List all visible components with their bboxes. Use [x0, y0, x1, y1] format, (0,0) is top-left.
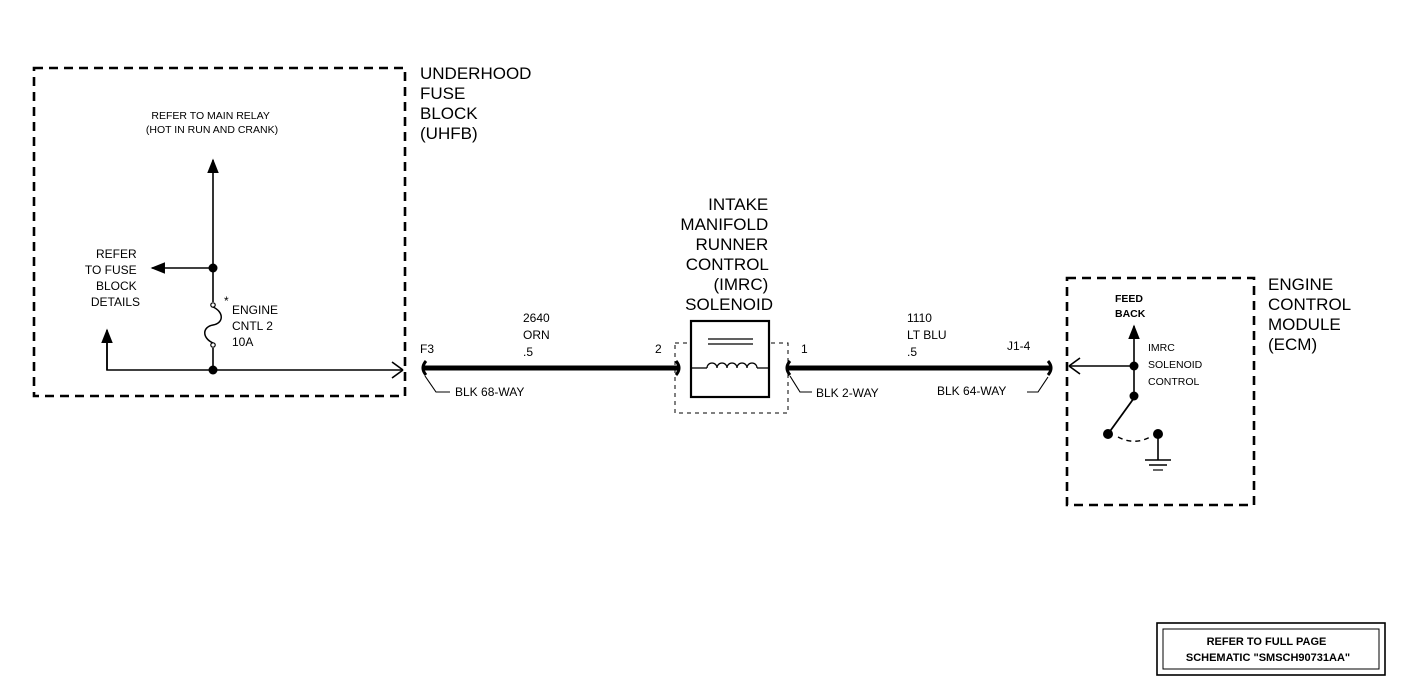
- wire-color: ORN: [523, 328, 550, 342]
- wire-2640-spec: 2640 ORN .5: [523, 311, 553, 359]
- imrc-pin-2: 2: [655, 342, 662, 356]
- main-relay-reference-line: (HOT IN RUN AND CRANK): [146, 124, 278, 136]
- fuse-name-line: CNTL 2: [232, 319, 273, 333]
- fuse-block-reference-line: DETAILS: [91, 295, 140, 309]
- terminal-f3: F3: [420, 342, 434, 356]
- schematic-reference-note: REFER TO FULL PAGE SCHEMATIC "SMSCH90731…: [1156, 622, 1386, 676]
- ecm-title-line: CONTROL: [1268, 295, 1351, 314]
- imrc-pin-1: 1: [801, 342, 808, 356]
- imrc-title-line: CONTROL: [686, 255, 769, 274]
- ecm-title-line: ENGINE: [1268, 275, 1333, 294]
- connector-leader: [789, 375, 812, 393]
- connector-end-right: [674, 360, 681, 376]
- feedback-label-line: BACK: [1115, 308, 1146, 320]
- f3-chevron: [391, 369, 404, 379]
- imrc-control-label: IMRC SOLENOID CONTROL: [1148, 342, 1205, 388]
- f3-chevron: [391, 361, 404, 371]
- main-relay-reference: REFER TO MAIN RELAY (HOT IN RUN AND CRAN…: [146, 110, 278, 136]
- wire-gauge: .5: [907, 345, 917, 359]
- imrc-control-label-line: IMRC: [1148, 342, 1175, 354]
- uhfb-title-line: FUSE: [420, 84, 465, 103]
- fuse-block-reference-line: TO FUSE: [85, 263, 137, 277]
- uhfb-title: UNDERHOOD FUSE BLOCK (UHFB): [420, 64, 536, 143]
- uhfb-title-line: (UHFB): [420, 124, 478, 143]
- connector-leader: [424, 375, 450, 393]
- connector-end-right: [1046, 360, 1053, 376]
- fuse-block-reference-line: BLOCK: [96, 279, 137, 293]
- fuse-block-reference: REFER TO FUSE BLOCK DETAILS: [85, 247, 140, 309]
- imrc-control-label-line: SOLENOID: [1148, 359, 1203, 371]
- imrc-title-line: (IMRC): [714, 275, 769, 294]
- fuse-label: * ENGINE CNTL 2 10A: [224, 294, 281, 349]
- connector-end-left: [421, 360, 428, 376]
- switch-arm: [1107, 397, 1135, 435]
- note-text-line: SCHEMATIC "SMSCH90731AA": [1186, 652, 1350, 664]
- fuse-name-line: ENGINE: [232, 303, 278, 317]
- wire-1110-section: 1 1110 LT BLU .5 J1-4 BLK 2-WAY BLK 64-W…: [785, 311, 1053, 400]
- uhfb-section: UNDERHOOD FUSE BLOCK (UHFB) REFER TO MAI…: [32, 64, 536, 398]
- uhfb-boundary: [32, 66, 407, 398]
- wire-color: LT BLU: [907, 328, 947, 342]
- note-text: REFER TO FULL PAGE SCHEMATIC "SMSCH90731…: [1186, 636, 1350, 664]
- connector-leader: [1027, 376, 1049, 393]
- imrc-section: INTAKE MANIFOLD RUNNER CONTROL (IMRC) SO…: [674, 195, 789, 414]
- switch-contact: [1103, 429, 1113, 439]
- imrc-control-label-line: CONTROL: [1148, 376, 1199, 388]
- ecm-boundary: [1065, 276, 1256, 507]
- note-inner-frame: [1162, 628, 1380, 670]
- solenoid-coil-icon: [691, 362, 769, 369]
- connector-label-uhfb: BLK 68-WAY: [455, 385, 524, 399]
- imrc-title-line: RUNNER: [696, 235, 769, 254]
- imrc-solenoid-box: [689, 319, 771, 399]
- uhfb-title-line: UNDERHOOD: [420, 64, 531, 83]
- ecm-input-chevron: [1068, 357, 1081, 367]
- splice-dot: [1129, 361, 1139, 371]
- fuse-rating: 10A: [232, 335, 253, 349]
- imrc-title-line: MANIFOLD: [680, 215, 768, 234]
- ecm-title-line: (ECM): [1268, 335, 1317, 354]
- fuse-block-reference-line: REFER: [96, 247, 137, 261]
- wire-2640-section: F3 2640 ORN .5 2 BLK 68-WAY: [420, 311, 681, 399]
- wire-circuit-number: 1110: [907, 311, 932, 325]
- note-frame: [1156, 622, 1386, 676]
- ecm-section: ENGINE CONTROL MODULE (ECM) FEED BACK IM…: [1065, 275, 1355, 507]
- connector-label-imrc: BLK 2-WAY: [816, 386, 879, 400]
- ecm-input-chevron: [1068, 365, 1081, 375]
- terminal-j1-4: J1-4: [1007, 339, 1031, 353]
- note-text-line: REFER TO FULL PAGE: [1207, 636, 1327, 648]
- fuse-marker: *: [224, 294, 229, 308]
- uhfb-title-line: BLOCK: [420, 104, 478, 123]
- fuse-symbol: [204, 302, 222, 348]
- ecm-title: ENGINE CONTROL MODULE (ECM): [1268, 275, 1355, 354]
- imrc-title-line: SOLENOID: [685, 295, 773, 314]
- feedback-label: FEED BACK: [1115, 293, 1146, 320]
- wire-gauge: .5: [523, 345, 533, 359]
- ground-icon: [1145, 434, 1171, 471]
- main-relay-reference-line: REFER TO MAIN RELAY: [151, 110, 269, 122]
- connector-end-left: [785, 360, 792, 376]
- connector-label-ecm: BLK 64-WAY: [937, 384, 1006, 398]
- wire-circuit-number: 2640: [523, 311, 550, 325]
- switch-actuator: [1117, 435, 1153, 442]
- imrc-title: INTAKE MANIFOLD RUNNER CONTROL (IMRC) SO…: [680, 195, 773, 314]
- imrc-title-line: INTAKE: [708, 195, 768, 214]
- ecm-title-line: MODULE: [1268, 315, 1341, 334]
- feedback-label-line: FEED: [1115, 293, 1143, 305]
- splice-dot: [1129, 391, 1139, 401]
- uhfb-internal-wire: [106, 333, 403, 371]
- wire-1110-spec: 1110 LT BLU .5: [907, 311, 950, 359]
